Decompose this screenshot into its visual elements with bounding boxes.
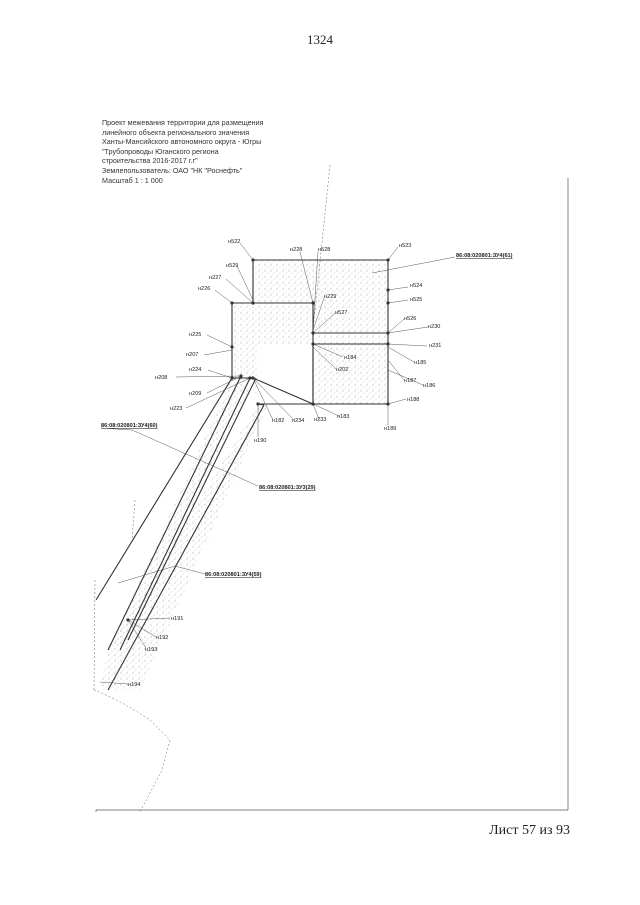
point-label: н522 bbox=[228, 239, 240, 245]
point-label: н227 bbox=[209, 275, 221, 281]
info-line: "Трубопроводы Юганского региона bbox=[102, 146, 219, 156]
info-line: линейного объекта регионального значения bbox=[102, 127, 250, 137]
dashed-line bbox=[93, 689, 171, 813]
vertex-markers bbox=[126, 258, 390, 622]
point-label: н182 bbox=[272, 418, 284, 424]
point-label: н529 bbox=[226, 263, 238, 269]
info-line: Ханты-Мансийского автономного округа - Ю… bbox=[102, 137, 262, 147]
dashed-line bbox=[93, 579, 96, 691]
point-label: н183 bbox=[337, 414, 349, 420]
point-label: н223 bbox=[170, 406, 182, 412]
point-label: н528 bbox=[318, 247, 330, 253]
cadastral-label: 86:08:020801:ЗУ3(29) bbox=[259, 485, 316, 491]
point-label: н231 bbox=[429, 343, 441, 349]
info-line: Масштаб 1 : 1 000 bbox=[102, 175, 163, 185]
page-number: 1324 bbox=[307, 32, 333, 47]
point-label: н184 bbox=[344, 355, 356, 361]
point-label: н524 bbox=[410, 283, 422, 289]
point-label: н226 bbox=[198, 286, 210, 292]
point-label: н188 bbox=[407, 397, 419, 403]
point-label: н229 bbox=[324, 294, 336, 300]
point-label: н207 bbox=[186, 352, 198, 358]
point-label: н189 bbox=[384, 426, 396, 432]
point-label: н202 bbox=[336, 367, 348, 373]
info-line: Проект межевания территории для размещен… bbox=[102, 118, 264, 127]
cadastral-label: 86:08:020801:ЗУ4(59) bbox=[205, 572, 262, 578]
point-label: н224 bbox=[189, 367, 201, 373]
corridor-lines bbox=[95, 375, 265, 691]
project-info: Проект межевания территории для размещен… bbox=[102, 118, 264, 185]
point-label: н191 bbox=[171, 616, 183, 622]
info-line: Землепользователь: ОАО "НК "Роснефть" bbox=[102, 165, 243, 175]
point-label: н233 bbox=[314, 417, 326, 423]
point-label: н186 bbox=[423, 383, 435, 389]
point-label: н526 bbox=[404, 316, 416, 322]
leader-lines bbox=[99, 242, 456, 685]
map-frame bbox=[95, 178, 569, 812]
point-label: н208 bbox=[155, 375, 167, 381]
sheet-label: Лист 57 из 93 bbox=[489, 823, 570, 838]
point-label: н225 bbox=[189, 332, 201, 338]
point-label: н527 bbox=[335, 310, 347, 316]
point-label: н523 bbox=[399, 243, 411, 249]
point-label: н190 bbox=[254, 438, 266, 444]
cadastral-label: 86:08:020801:ЗУ4(61) bbox=[456, 253, 513, 259]
dashed-line bbox=[131, 499, 136, 541]
point-label: н209 bbox=[189, 391, 201, 397]
point-label: н185 bbox=[414, 360, 426, 366]
cadastral-label: 86:08:020801:ЗУ4(60) bbox=[101, 423, 158, 429]
point-label: н192 bbox=[156, 635, 168, 641]
point-label: н230 bbox=[428, 324, 440, 330]
point-label: н525 bbox=[410, 297, 422, 303]
point-label: н193 bbox=[145, 647, 157, 653]
point-label: н228 bbox=[290, 247, 302, 253]
info-line: строительства 2016-2017 г.г" bbox=[102, 156, 198, 166]
point-label: н187 bbox=[404, 378, 416, 384]
point-label: н234 bbox=[292, 418, 304, 424]
dashed-lines bbox=[93, 164, 331, 813]
point-label: н194 bbox=[128, 682, 140, 688]
